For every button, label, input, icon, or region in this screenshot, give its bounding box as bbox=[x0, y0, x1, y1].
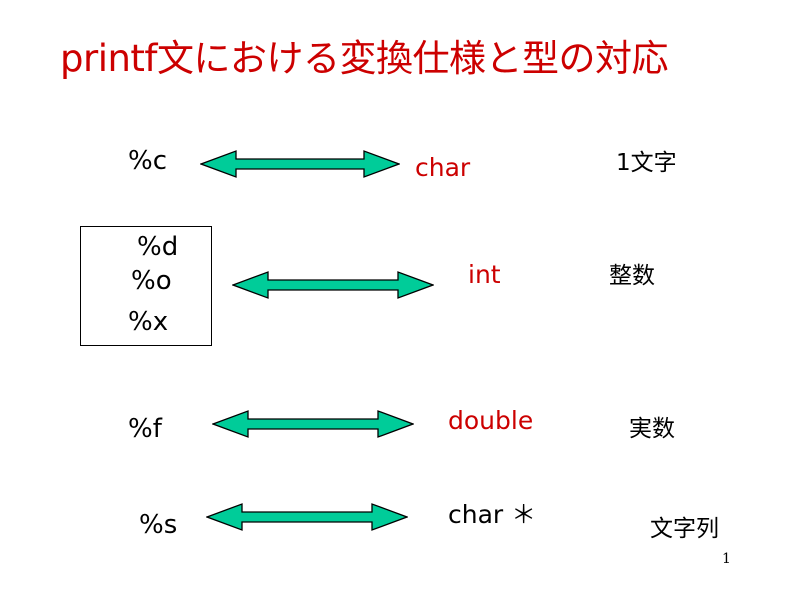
spec-d: %d bbox=[137, 232, 179, 262]
double-arrow-icon bbox=[232, 271, 434, 299]
spec-c: %c bbox=[128, 146, 167, 176]
meaning-integer: 整数 bbox=[609, 263, 655, 289]
integer-specs-box bbox=[80, 226, 212, 346]
slide-title: printf文における変換仕様と型の対応 bbox=[60, 37, 668, 80]
type-char-pointer: char ＊ bbox=[448, 500, 537, 529]
type-char: char bbox=[415, 153, 471, 182]
double-arrow-icon bbox=[200, 150, 400, 178]
page-number: 1 bbox=[722, 551, 731, 567]
meaning-string: 文字列 bbox=[650, 516, 719, 542]
meaning-real: 実数 bbox=[629, 416, 675, 442]
spec-x: %x bbox=[128, 307, 169, 337]
spec-f: %f bbox=[128, 414, 162, 444]
spec-o: %o bbox=[131, 266, 172, 296]
type-int: int bbox=[468, 260, 501, 289]
double-arrow-icon bbox=[206, 503, 408, 531]
meaning-one-char: 1文字 bbox=[616, 150, 677, 176]
type-double: double bbox=[448, 406, 534, 435]
double-arrow-icon bbox=[212, 410, 414, 438]
spec-s: %s bbox=[139, 510, 178, 540]
